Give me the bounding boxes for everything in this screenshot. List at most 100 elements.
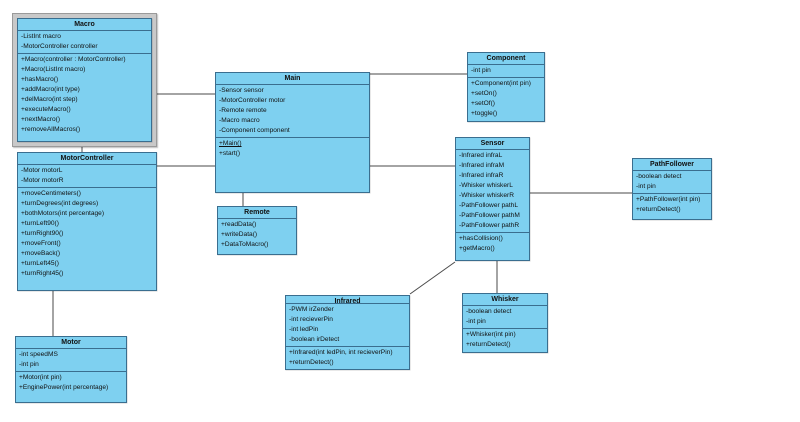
uml-attribute: -Macro macro — [219, 117, 260, 124]
uml-class-remote[interactable]: Remote +readData() +writeData() +DataToMac… — [217, 206, 297, 255]
uml-method: +turnLeft45() — [21, 260, 59, 267]
uml-method: +Main() — [219, 140, 242, 147]
uml-attribute: -boolean detect — [636, 173, 682, 180]
uml-attribute: -Whisker whiskerR — [459, 192, 514, 199]
uml-attribute: -ListInt macro — [21, 33, 61, 40]
uml-attribute: -int pin — [636, 183, 656, 190]
uml-attribute: -PWM irZender — [289, 306, 334, 313]
uml-class-title: Component — [486, 55, 526, 62]
uml-class-component[interactable]: Component -int pin +Component(int pin)+s… — [467, 52, 545, 122]
uml-class-whisker[interactable]: Whisker -boolean detect -int pin +Whisker… — [462, 293, 548, 353]
uml-attributes-compartment: -boolean detect -int pin — [633, 170, 711, 193]
uml-attributes-compartment: -ListInt macro -MotorController controlle… — [18, 30, 151, 53]
uml-method: +turnRight45() — [21, 270, 64, 277]
uml-method: +PathFollower(int pin) — [636, 196, 701, 203]
uml-attribute: -int pin — [466, 318, 486, 325]
uml-attribute: -int pin — [19, 361, 39, 368]
uml-method: +moveBack() — [21, 250, 61, 257]
uml-attribute: -int recieverPin — [289, 316, 333, 323]
uml-method: +delMacro(int step) — [21, 96, 78, 103]
uml-attribute: -int speedMS — [19, 351, 58, 358]
connector-sensor-infrared — [409, 261, 456, 295]
uml-method: +DataToMacro() — [221, 241, 269, 248]
uml-method: +Motor(int pin) — [19, 374, 62, 381]
uml-class-pathfollower[interactable]: PathFollower -boolean detect -int pin +Pa… — [632, 158, 712, 220]
uml-method: +start() — [219, 150, 241, 157]
uml-method: +Macro(ListInt macro) — [21, 66, 86, 73]
uml-methods-compartment: +moveCentimeters() +turnDegrees(int degre… — [18, 187, 156, 290]
uml-method: +toggle() — [471, 110, 498, 117]
uml-method: +getMacro() — [459, 245, 495, 252]
uml-attribute: -MotorController motor — [219, 97, 286, 104]
uml-class-title: Motor — [61, 339, 81, 346]
uml-class-infrared[interactable]: Infrared -PWM irZender-int recieverPin-i… — [285, 295, 410, 370]
uml-class-motorcontroller[interactable]: MotorController -Motor motorL-Motor moto… — [17, 152, 157, 291]
uml-methods-compartment: +Motor(int pin) +EnginePower(int percenta… — [16, 371, 126, 402]
uml-attribute: -boolean detect — [466, 308, 512, 315]
uml-attribute: -PathFollower pathR — [459, 222, 520, 229]
uml-class-title: Infrared — [334, 298, 361, 303]
uml-method: +nextMacro() — [21, 116, 61, 123]
uml-method: +turnDegrees(int degrees) — [21, 200, 99, 207]
uml-class-title: Sensor — [480, 140, 505, 147]
uml-attribute: -Component component — [219, 127, 290, 134]
uml-attribute: -Motor motorL — [21, 167, 63, 174]
uml-methods-compartment: +readData() +writeData() +DataToMacro() — [218, 218, 296, 254]
uml-method: +hasCollision() — [459, 235, 503, 242]
uml-method: +addMacro(int type) — [21, 86, 80, 93]
uml-attribute: -Whisker whiskerL — [459, 182, 513, 189]
uml-class-title: PathFollower — [650, 161, 694, 168]
uml-class-title: Main — [284, 75, 301, 82]
uml-method: +returnDetect() — [289, 359, 334, 366]
uml-method: +Infrared(int ledPin, int recieverPin) — [289, 349, 393, 356]
uml-attribute: -PathFollower pathM — [459, 212, 520, 219]
uml-attributes-compartment: -Sensor sensor -MotorController motor -Rem… — [216, 84, 369, 137]
uml-attributes-compartment: -boolean detect -int pin — [463, 305, 547, 328]
uml-attributes-compartment: -Motor motorL -Motor motorR — [18, 164, 156, 187]
uml-attributes-compartment: -int pin — [468, 64, 544, 77]
uml-method: +setOf() — [471, 100, 495, 107]
uml-class-motor[interactable]: Motor -int speedMS -int pin +Motor(int pi… — [15, 336, 127, 403]
uml-method: +turnLeft90() — [21, 220, 59, 227]
uml-method: +hasMacro() — [21, 76, 59, 83]
uml-class-title: Whisker — [491, 296, 519, 303]
uml-method: +bothMotors(int percentage) — [21, 210, 105, 217]
uml-method: +readData() — [221, 221, 257, 228]
uml-method: +removeAllMacros() — [21, 126, 81, 133]
uml-methods-compartment: +hasCollision() +getMacro() — [456, 232, 529, 260]
uml-attributes-compartment: -Infrared infraL -Infrared infraM -Infrare… — [456, 149, 529, 232]
uml-attribute: -PathFollower pathL — [459, 202, 519, 209]
uml-methods-compartment: +Macro(controller : MotorController)+Mac… — [18, 53, 151, 141]
uml-attribute: -Infrared infraL — [459, 152, 503, 159]
uml-attribute: -int pin — [471, 67, 491, 74]
uml-method: +Whisker(int pin) — [466, 331, 516, 338]
uml-class-title: MotorController — [60, 155, 114, 162]
uml-attribute: -MotorController controller — [21, 43, 98, 50]
uml-attribute: -Sensor sensor — [219, 87, 264, 94]
uml-attributes-compartment: -int speedMS -int pin — [16, 348, 126, 371]
uml-methods-compartment: +Component(int pin)+setOn()+setOf()+togg… — [468, 77, 544, 121]
uml-attribute: -Remote remote — [219, 107, 267, 114]
uml-method: +turnRight90() — [21, 230, 64, 237]
uml-attribute: -Infrared infraM — [459, 162, 505, 169]
uml-class-sensor[interactable]: Sensor -Infrared infraL-Infrared infraM-… — [455, 137, 530, 261]
uml-method: +EnginePower(int percentage) — [19, 384, 109, 391]
uml-method: +moveCentimeters() — [21, 190, 81, 197]
uml-attribute: -Infrared infraR — [459, 172, 504, 179]
uml-method: +returnDetect() — [636, 206, 681, 213]
uml-methods-compartment: +Whisker(int pin)+returnDetect() — [463, 328, 547, 352]
uml-method: +setOn() — [471, 90, 497, 97]
uml-attribute: -boolean irDetect — [289, 336, 340, 343]
uml-method: +moveFront() — [21, 240, 61, 247]
uml-methods-compartment: +PathFollower(int pin) +returnDetect() — [633, 193, 711, 219]
uml-class-title: Remote — [244, 209, 270, 216]
uml-attribute: -Motor motorR — [21, 177, 64, 184]
uml-class-main[interactable]: Main -Sensor sensor -MotorController moto… — [215, 72, 370, 193]
uml-class-macro[interactable]: Macro -ListInt macro -MotorController con… — [17, 18, 152, 142]
uml-methods-compartment: +Main() +start() — [216, 137, 369, 192]
uml-class-title: Macro — [74, 21, 95, 28]
uml-method: +writeData() — [221, 231, 258, 238]
uml-method: +executeMacro() — [21, 106, 71, 113]
